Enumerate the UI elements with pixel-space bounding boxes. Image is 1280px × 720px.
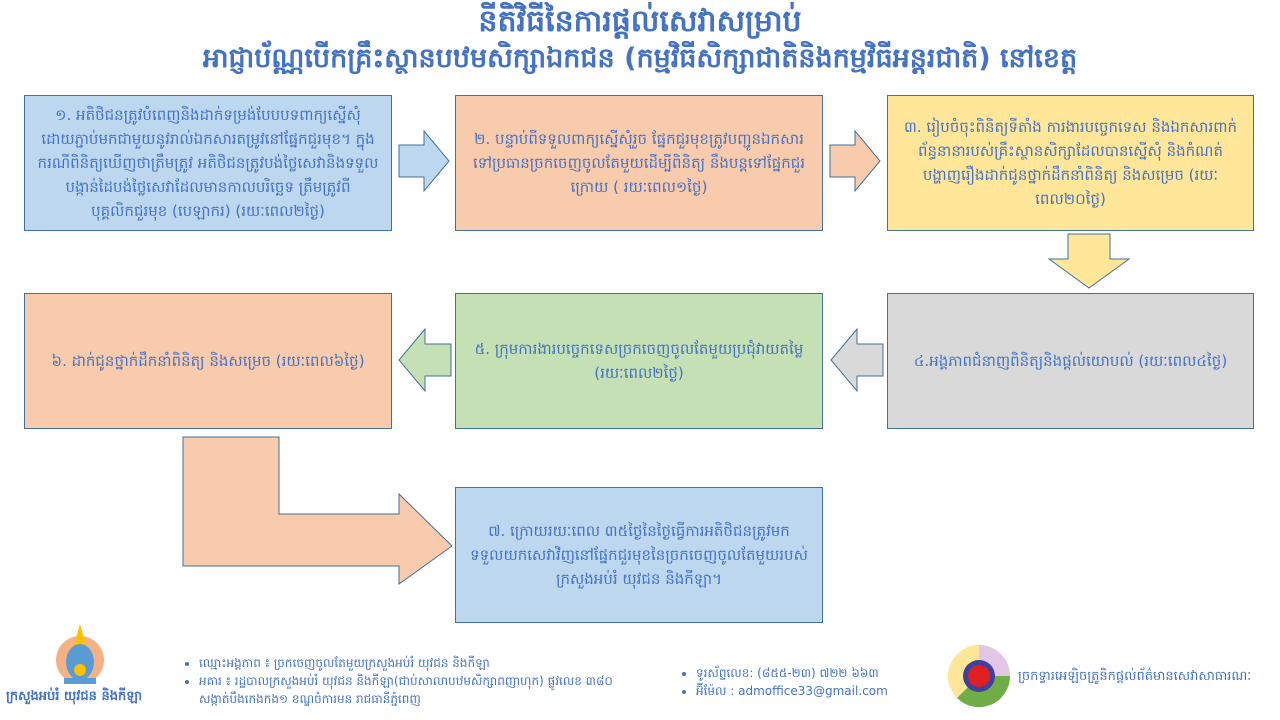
e-portal-logo xyxy=(948,645,1011,708)
step-4-text: ៤.អង្គភាពជំនាញពិនិត្យនិងផ្តល់យោបល់ (រយៈព… xyxy=(913,352,1228,370)
e-portal-label: ច្រកទ្វារអេឡិចត្រូនិកផ្តល់ព័ត៌មានសេវាសាធ… xyxy=(1018,669,1252,684)
step-6-text: ៦. ដាក់ជូនថ្នាក់ដឹកនាំពិនិត្យ និងសម្រេច … xyxy=(51,352,365,370)
step-5-text: ៥. ក្រុមការងារបច្ចេកទេសច្រកចេញចូលតែមួយប្… xyxy=(474,340,804,382)
arrow-left-5-to-6 xyxy=(398,327,452,393)
title-line-1: នីតិវិធីនៃការផ្តល់សេវាសម្រាប់ xyxy=(478,4,802,39)
step-1-text: ១. អតិថិជនត្រូវបំពេញនិងដាក់ទម្រង់បែបបទពា… xyxy=(37,106,379,220)
step-3-box: ៣. រៀបចំចុះពិនិត្យទីតាំង ការងារបច្ចេកទេស… xyxy=(887,95,1254,231)
arrow-down-3-to-4 xyxy=(1047,233,1131,289)
step-6-box: ៦. ដាក់ជូនថ្នាក់ដឹកនាំពិនិត្យ និងសម្រេច … xyxy=(24,293,392,429)
step-2-box: ២. បន្ទាប់ពីទទួលពាក្យស្នើសុំរួច ផ្នែកជួរ… xyxy=(455,95,823,231)
step-1-box: ១. អតិថិជនត្រូវបំពេញនិងដាក់ទម្រង់បែបបទពា… xyxy=(24,95,392,231)
arrow-right-1-to-2 xyxy=(398,129,450,193)
address: អគារ ៖ រដ្ឋបាលក្រសួងអប់រំ យុវជន និងកីឡា(… xyxy=(199,672,643,708)
step-2-text: ២. បន្ទាប់ពីទទួលពាក្យស្នើសុំរួច ផ្នែកជួរ… xyxy=(472,130,806,196)
step-7-text: ៧. ក្រោយរយៈពេល ៣៥ថ្ងៃនៃថ្ងៃធ្វើការអតិថិជ… xyxy=(470,522,808,588)
step-3-text: ៣. រៀបចំចុះពិនិត្យទីតាំង ការងារបច្ចេកទេស… xyxy=(903,118,1238,208)
title-line-2: អាជ្ញាប័ណ្ណបើកគ្រឹះស្ថានបឋមសិក្សាឯកជន (ក… xyxy=(202,43,1078,74)
entity-name: ឈ្មោះអង្គភាព ៖ ច្រកចេញចូលតែមួយក្រសួងអប់រ… xyxy=(199,654,643,672)
phone-number: ទូរស័ព្ទលេខ: (៨៥៥-២៣) ៧២២ ៦៦៣ xyxy=(696,664,920,682)
ministry-emblem-logo xyxy=(56,624,104,684)
contact-info-right: ទូរស័ព្ទលេខ: (៨៥៥-២៣) ៧២២ ៦៦៣ អ៊ីម៉ែល : … xyxy=(680,664,920,700)
email-address[interactable]: អ៊ីម៉ែល : admoffice33@gmail.com xyxy=(696,682,920,700)
ministry-name: ក្រសួងអប់រំ យុវជន និងកីឡា xyxy=(6,689,143,704)
step-7-box: ៧. ក្រោយរយៈពេល ៣៥ថ្ងៃនៃថ្ងៃធ្វើការអតិថិជ… xyxy=(455,487,823,623)
step-4-box: ៤.អង្គភាពជំនាញពិនិត្យនិងផ្តល់យោបល់ (រយៈព… xyxy=(887,293,1254,429)
step-5-box: ៥. ក្រុមការងារបច្ចេកទេសច្រកចេញចូលតែមួយប្… xyxy=(455,293,823,429)
arrow-right-2-to-3 xyxy=(829,129,881,193)
arrow-bent-6-to-7 xyxy=(182,436,453,585)
arrow-left-4-to-5 xyxy=(830,327,884,393)
contact-info-left: ឈ្មោះអង្គភាព ៖ ច្រកចេញចូលតែមួយក្រសួងអប់រ… xyxy=(183,654,643,708)
